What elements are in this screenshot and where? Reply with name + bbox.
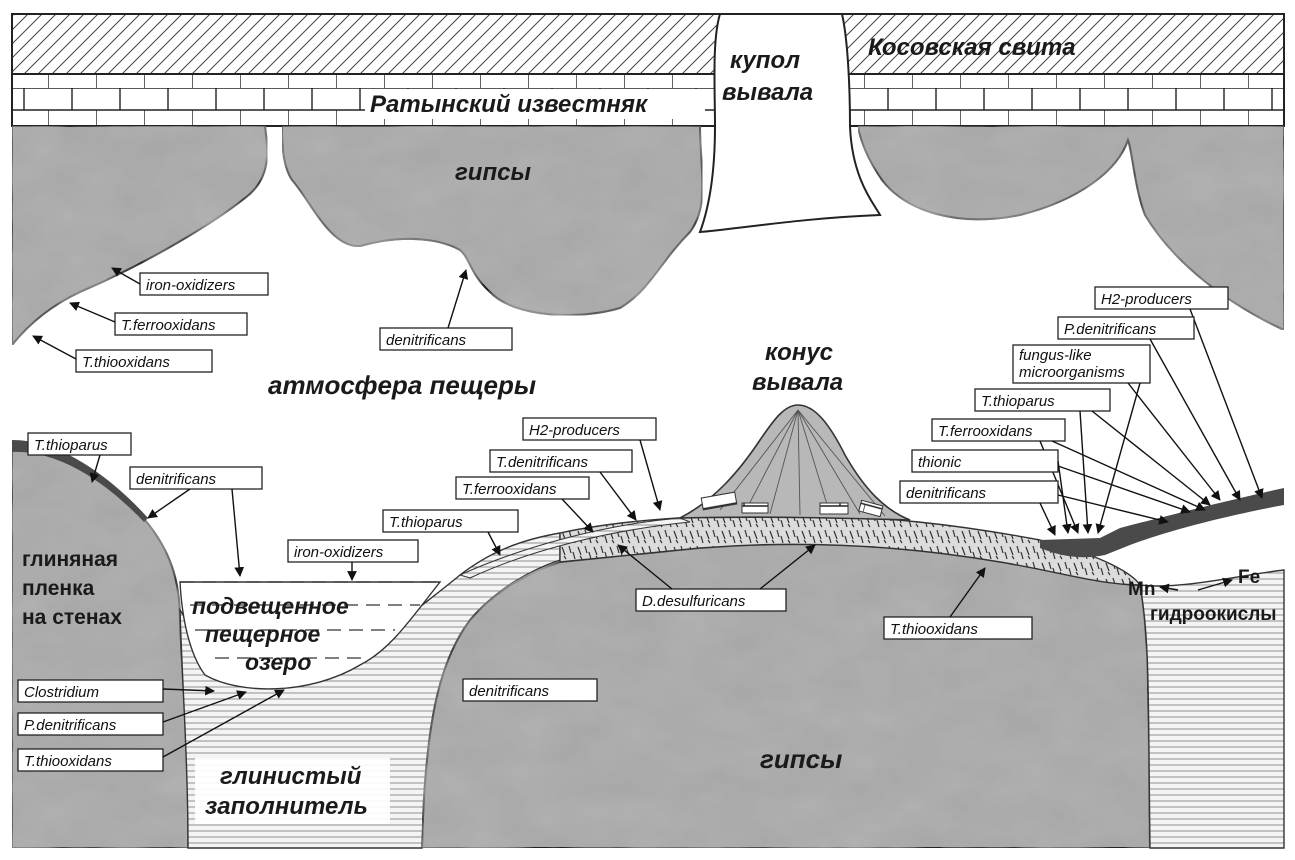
denitrificans-bottom-label: denitrificans — [469, 683, 550, 700]
kosovskaya-layer — [12, 14, 1284, 74]
dome-label-2: вывала — [722, 79, 813, 106]
thionic-label: thionic — [918, 454, 962, 471]
denitrificans-right-label: denitrificans — [906, 485, 987, 502]
organism-label: T.thiooxidans — [33, 336, 212, 372]
denitrificans-left-label: denitrificans — [136, 471, 217, 488]
clay-film-label-2: пленка — [22, 577, 95, 600]
t-thioparus-left-label: T.thioparus — [34, 437, 108, 454]
dome-label-1: купол — [730, 47, 800, 74]
h2-producers-mid-label: H2-producers — [529, 422, 620, 439]
h2-producers-right-label: H2-producers — [1101, 291, 1192, 308]
lake-label-1: подвещенное — [192, 593, 349, 619]
lake-label-2: пещерное — [205, 621, 321, 647]
clostridium-label: Clostridium — [24, 684, 99, 701]
cone-label-2: вывала — [752, 369, 843, 396]
t-thiooxidans-left-label: T.thiooxidans — [24, 753, 112, 770]
organism-label: denitrificans — [463, 679, 597, 701]
organism-label: iron-oxidizers — [288, 540, 418, 580]
t-thioparus-mid-label: T.thioparus — [389, 514, 463, 531]
d-desulfuricans-label: D.desulfuricans — [642, 593, 746, 610]
iron-oxidizers-top-label: iron-oxidizers — [146, 277, 236, 294]
mn-fe-hydroxides-film — [1040, 488, 1284, 557]
hydroxides-label: гидроокислы — [1150, 604, 1277, 625]
organism-label: iron-oxidizers — [112, 268, 268, 295]
gypsum-lower-label: гипсы — [760, 744, 842, 774]
iron-oxidizers-lake-label: iron-oxidizers — [294, 544, 384, 561]
t-ferrooxidans-top-label: T.ferrooxidans — [121, 317, 216, 334]
upper-gypsum-rock-center — [282, 126, 703, 315]
fe-label: Fe — [1238, 567, 1260, 588]
fungus-like-label-2: microorganisms — [1019, 364, 1125, 381]
mn-label: Mn — [1128, 579, 1155, 600]
gypsum-upper-label: гипсы — [455, 159, 531, 186]
organism-label: T.ferrooxidans — [932, 419, 1205, 533]
denitrificans-top-label: denitrificans — [386, 332, 467, 349]
fungus-like-label-1: fungus-like — [1019, 347, 1092, 364]
t-thioparus-right-label: T.thioparus — [981, 393, 1055, 410]
ratynsky-label: Ратынский известняк — [370, 91, 649, 118]
t-thiooxidans-right-label: T.thiooxidans — [890, 621, 978, 638]
kosovskaya-label: Косовская свита — [868, 34, 1076, 61]
p-denitrificans-left-label: P.denitrificans — [24, 717, 117, 734]
clay-film-label-1: глиняная — [22, 548, 118, 571]
t-ferrooxidans-right-label: T.ferrooxidans — [938, 423, 1033, 440]
t-denitrificans-mid-label: T.denitrificans — [496, 454, 588, 471]
organism-label: T.ferrooxidans — [70, 303, 247, 335]
cone-label-1: конус — [765, 339, 833, 366]
clay-filler-label-1: глинистый — [220, 763, 362, 790]
upper-gypsum-rock — [12, 126, 267, 345]
atmosphere-label: атмосфера пещеры — [268, 370, 536, 400]
t-ferrooxidans-mid-label: T.ferrooxidans — [462, 481, 557, 498]
lake-label-3: озеро — [245, 649, 311, 675]
t-thiooxidans-top-label: T.thiooxidans — [82, 354, 170, 371]
clay-filler-label-2: заполнитель — [205, 793, 368, 820]
clay-film-label-3: на стенах — [22, 606, 122, 629]
left-wall-rock — [12, 445, 188, 848]
p-denitrificans-right-label: P.denitrificans — [1064, 321, 1157, 338]
